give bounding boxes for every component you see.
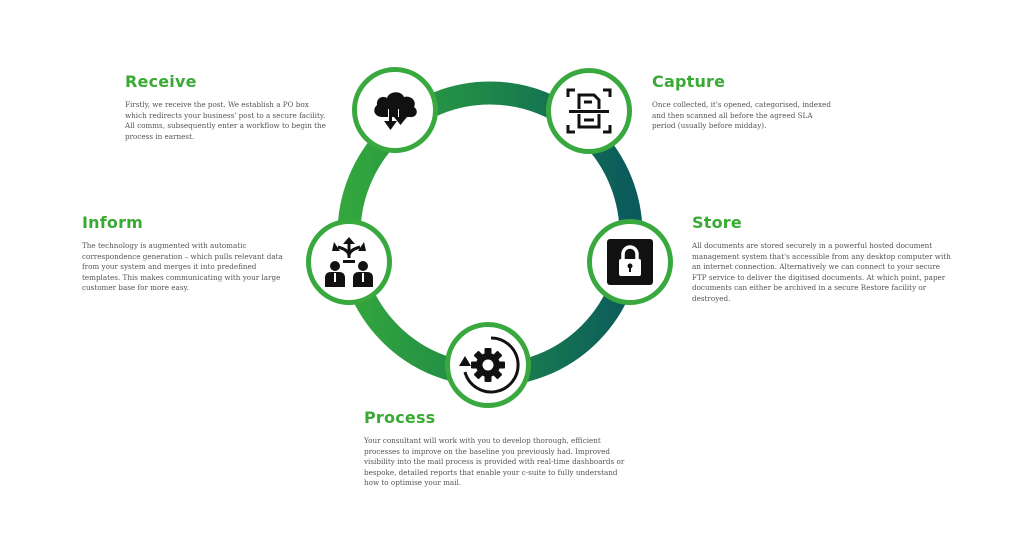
step-receive: Receive Firstly, we receive the post. We… xyxy=(125,72,340,142)
people-distribution-icon xyxy=(325,237,373,287)
step-title: Store xyxy=(692,213,742,232)
step-description: Once collected, it's opened, categorised… xyxy=(652,100,831,131)
step-store: Store All documents are stored securely … xyxy=(692,213,962,305)
document-scan-icon xyxy=(566,88,612,134)
padlock-icon xyxy=(607,239,653,285)
step-description: The technology is augmented with automat… xyxy=(82,241,283,293)
step-description: Firstly, we receive the post. We establi… xyxy=(125,100,326,141)
step-title: Inform xyxy=(82,213,144,232)
step-process: Process Your consultant will work with y… xyxy=(364,408,644,489)
step-description: Your consultant will work with you to de… xyxy=(364,436,625,488)
step-title: Process xyxy=(364,408,436,427)
store-node xyxy=(587,219,673,305)
step-title: Capture xyxy=(652,72,726,91)
step-inform: Inform The technology is augmented with … xyxy=(82,213,292,294)
inform-node xyxy=(306,219,392,305)
cloud-download-icon xyxy=(374,92,417,130)
process-node xyxy=(445,322,531,408)
capture-node xyxy=(546,68,632,154)
step-capture: Capture Once collected, it's opened, cat… xyxy=(652,72,842,132)
gear-cycle-icon xyxy=(459,336,520,394)
step-description: All documents are stored securely in a p… xyxy=(692,241,951,303)
step-title: Receive xyxy=(125,72,197,91)
receive-node xyxy=(352,67,438,153)
